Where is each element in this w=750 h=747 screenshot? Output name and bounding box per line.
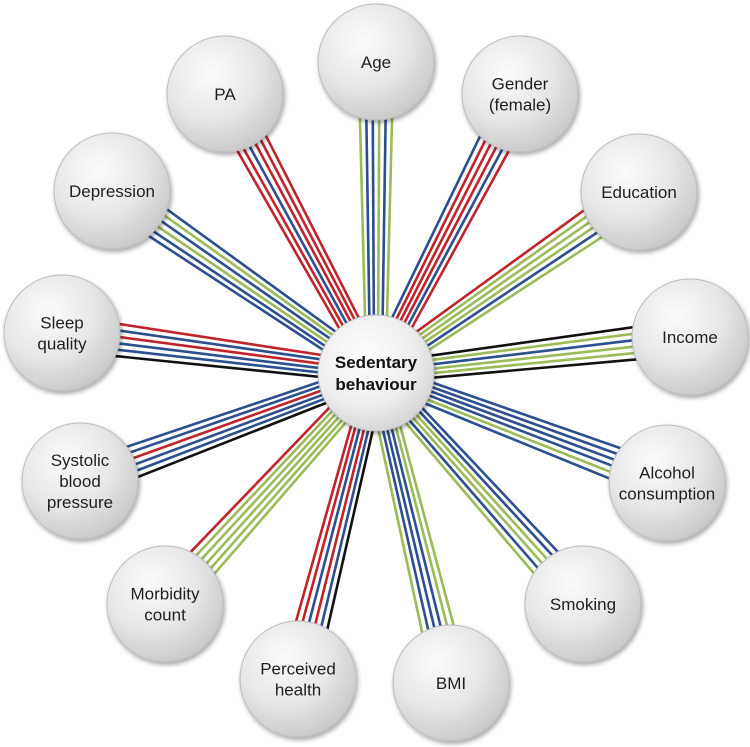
node-bubble-alcohol (608, 424, 726, 542)
node-label-alcohol-1: Alcohol (639, 464, 695, 483)
node-bubble-smoking (524, 545, 642, 663)
node-label-smoking-1: Smoking (550, 595, 616, 614)
node-label-sleep-1: Sleep (40, 314, 83, 333)
node-label-gender-1: Gender (492, 75, 549, 94)
center-node: Sedentary behaviour (317, 314, 435, 432)
node-label-bmi-1: BMI (436, 674, 466, 693)
node-bubble-gender (461, 35, 579, 153)
node-education: Education (580, 133, 698, 251)
node-label-pa-1: PA (214, 85, 236, 104)
node-label-systolic-1: Systolic (51, 451, 110, 470)
node-label-perceived-health-1: Perceived (260, 660, 336, 679)
node-bubble-income (631, 278, 749, 396)
node-morbidity: Morbidity count (106, 545, 224, 663)
center-label-line-1: Sedentary (335, 353, 418, 372)
node-pa: PA (166, 35, 284, 153)
node-bubble-age (317, 3, 435, 121)
node-label-systolic-3: pressure (47, 493, 113, 512)
node-depression: Depression (53, 132, 171, 250)
node-label-sleep-2: quality (37, 335, 87, 354)
node-label-age-1: Age (361, 53, 391, 72)
node-bubble-systolic (21, 422, 139, 540)
node-age: Age (317, 3, 435, 121)
node-alcohol: Alcohol consumption (608, 424, 726, 542)
node-label-morbidity-1: Morbidity (131, 585, 200, 604)
node-systolic: Systolic blood pressure (21, 422, 139, 540)
node-bubble-sleep (3, 274, 121, 392)
node-bubble-depression (53, 132, 171, 250)
node-sleep: Sleep quality (3, 274, 121, 392)
center-bubble (317, 314, 435, 432)
node-bubble-pa (166, 35, 284, 153)
node-label-perceived-health-2: health (275, 681, 321, 700)
node-perceived-health: Perceived health (239, 620, 357, 738)
node-label-education-1: Education (601, 183, 677, 202)
node-label-gender-2: (female) (489, 96, 551, 115)
node-bmi: BMI (392, 624, 510, 742)
node-label-systolic-2: blood (59, 472, 101, 491)
node-smoking: Smoking (524, 545, 642, 663)
center-label-line-2: behaviour (335, 375, 417, 394)
node-bubble-education (580, 133, 698, 251)
node-bubble-perceived-health (239, 620, 357, 738)
node-bubble-bmi (392, 624, 510, 742)
node-income: Income (631, 278, 749, 396)
node-label-income-1: Income (662, 328, 718, 347)
node-gender: Gender (female) (461, 35, 579, 153)
node-bubble-morbidity (106, 545, 224, 663)
node-label-alcohol-2: consumption (619, 485, 715, 504)
node-label-depression-1: Depression (69, 182, 155, 201)
node-label-morbidity-2: count (144, 606, 186, 625)
